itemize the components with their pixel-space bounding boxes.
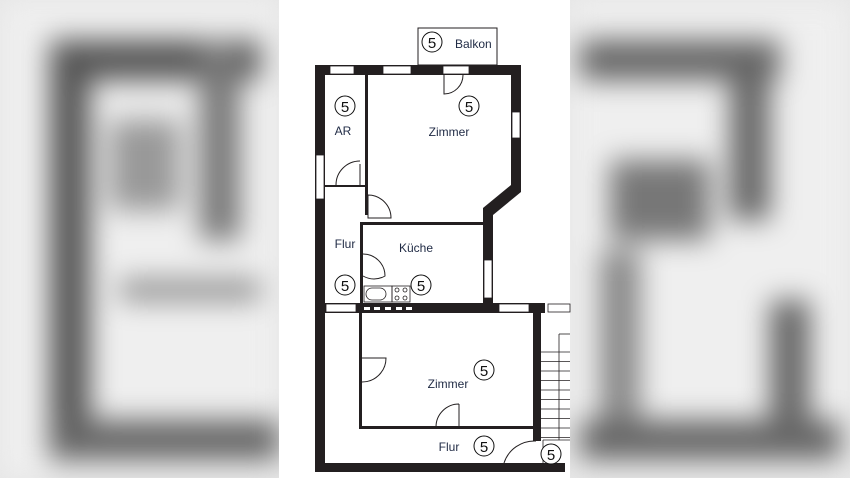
room-label: Küche bbox=[399, 241, 433, 255]
room-marker bbox=[410, 274, 432, 296]
stair-marker: 5 bbox=[540, 443, 562, 465]
windows bbox=[315, 65, 571, 313]
room-marker-number: 5 bbox=[480, 363, 488, 380]
room-marker-number: 5 bbox=[417, 278, 425, 295]
room-label: Zimmer bbox=[428, 377, 469, 391]
room-ar: 5 AR bbox=[334, 95, 356, 138]
room-flur-lower: Flur 5 bbox=[439, 435, 495, 457]
room-marker bbox=[334, 95, 356, 117]
room-label: Flur bbox=[439, 440, 460, 454]
room-marker-number: 5 bbox=[341, 99, 349, 116]
room-marker bbox=[540, 443, 562, 465]
room-zimmer-upper: 5 Zimmer bbox=[429, 95, 480, 139]
room-marker-number: 5 bbox=[480, 439, 488, 456]
room-balkon: 5 Balkon bbox=[421, 31, 492, 53]
blurred-left-background bbox=[0, 0, 279, 478]
room-marker-number: 5 bbox=[465, 99, 473, 116]
room-label: Balkon bbox=[455, 37, 492, 51]
room-marker bbox=[421, 31, 443, 53]
room-kueche: Küche 5 bbox=[399, 241, 433, 296]
kitchen-vents bbox=[364, 307, 412, 310]
doors bbox=[335, 74, 537, 464]
room-marker-number: 5 bbox=[341, 278, 349, 295]
room-zimmer-lower: 5 Zimmer bbox=[428, 359, 495, 391]
room-marker bbox=[473, 435, 495, 457]
room-label: AR bbox=[335, 124, 352, 138]
room-label: Zimmer bbox=[429, 125, 470, 139]
room-marker-number: 5 bbox=[428, 35, 436, 52]
staircase bbox=[541, 333, 570, 463]
room-label: Flur bbox=[335, 237, 356, 251]
room-marker-number: 5 bbox=[547, 447, 555, 464]
kitchen-appliances bbox=[363, 285, 411, 303]
room-marker bbox=[334, 274, 356, 296]
room-marker bbox=[473, 359, 495, 381]
room-flur-upper: Flur 5 bbox=[334, 237, 356, 296]
blurred-right-background bbox=[570, 0, 850, 478]
room-marker bbox=[458, 95, 480, 117]
